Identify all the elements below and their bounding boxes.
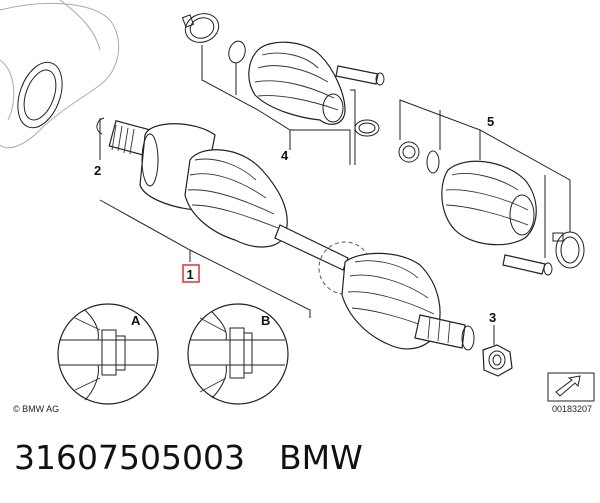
clamp-ring-small: [354, 119, 380, 137]
copyright-text: © BMW AG: [13, 404, 59, 414]
callout-1-highlight-box: [182, 264, 200, 283]
detail-b: B: [187, 303, 289, 405]
brand-name: BMW: [278, 438, 363, 477]
boot-kit-5: [398, 141, 585, 276]
detail-a: A: [57, 303, 159, 405]
snap-ring-top: [228, 40, 246, 64]
detail-b-label: B: [261, 313, 270, 328]
drive-shaft-assembly: [108, 120, 475, 351]
grease-tube: [335, 65, 385, 86]
callout-1-leader: [99, 199, 311, 318]
part-number: 31607505003: [14, 438, 245, 477]
callout-4: 4: [281, 148, 289, 163]
transmission-housing: [0, 0, 120, 149]
detail-a-label: A: [131, 313, 141, 328]
part-caption: 31607505003 BMW: [14, 438, 363, 477]
figure-number: 00183207: [552, 404, 592, 414]
axle-nut: [482, 344, 513, 377]
callout-4-leader-c: [350, 89, 356, 165]
boot-kit-4: [248, 41, 346, 125]
callout-1: 1: [187, 267, 194, 282]
direction-arrow-icon: [547, 372, 595, 402]
callout-4-leader: [201, 45, 351, 165]
callout-2: 2: [94, 163, 101, 178]
clamp-ring-top: [181, 13, 220, 43]
callout-3: 3: [489, 310, 496, 325]
callout-5-leader: [399, 99, 571, 258]
callout-5: 5: [487, 114, 494, 129]
